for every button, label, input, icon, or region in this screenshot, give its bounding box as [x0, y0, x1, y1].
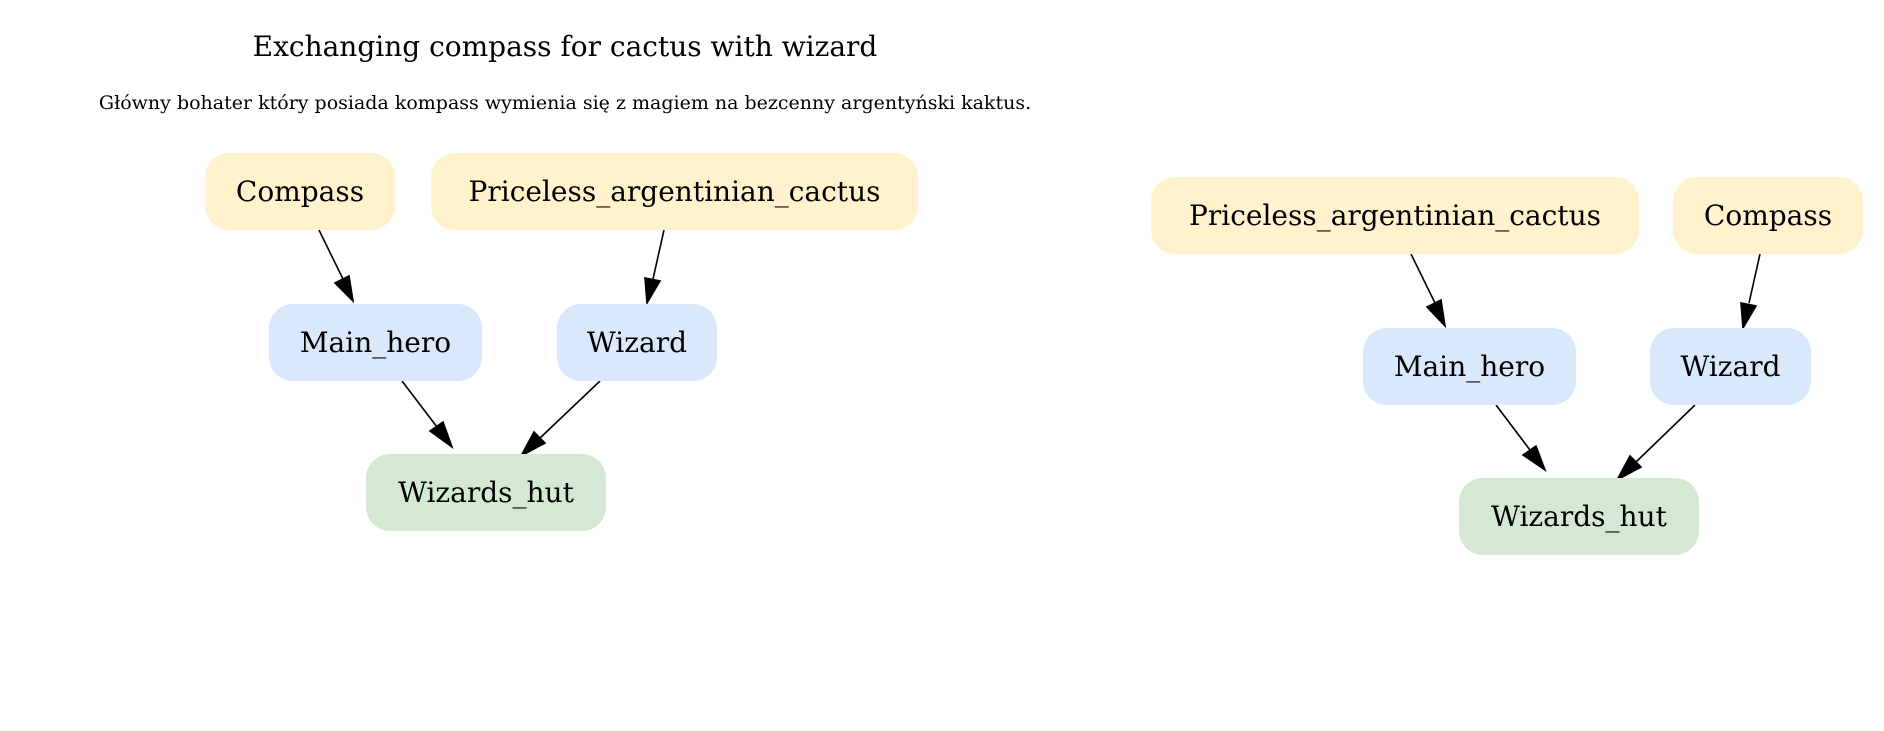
edge-wizard-to-hut-after	[1635, 404, 1696, 463]
edge-compass-to-main-hero	[318, 229, 344, 280]
node-priceless-argentinian-cactus-after: Priceless_argentinian_cactus	[1151, 177, 1639, 254]
arrowhead-compass-to-wizard	[1740, 302, 1758, 331]
edge-compass-to-wizard	[1748, 253, 1761, 304]
node-priceless-argentinian-cactus: Priceless_argentinian_cactus	[431, 153, 918, 230]
arrowhead-main-hero-to-hut-after	[1521, 444, 1547, 473]
node-wizards-hut-after: Wizards_hut	[1459, 478, 1699, 555]
diagram-title: Exchanging compass for cactus with wizar…	[252, 30, 878, 63]
edge-cactus-to-main-hero	[1410, 253, 1436, 304]
before-edges	[318, 229, 665, 458]
node-wizard: Wizard	[557, 304, 717, 381]
node-compass: Compass	[205, 153, 395, 230]
arrowhead-cactus-to-wizard	[644, 277, 662, 306]
node-wizard-after: Wizard	[1650, 328, 1811, 405]
edge-main-hero-to-hut-after	[1495, 404, 1531, 451]
node-compass-after: Compass	[1673, 177, 1863, 254]
arrowhead-wizard-to-hut	[519, 430, 547, 458]
arrowhead-wizard-to-hut-after	[1615, 454, 1643, 482]
diagram-subtitle: Główny bohater który posiada kompass wym…	[98, 92, 1032, 114]
edge-main-hero-to-hut	[401, 380, 438, 428]
node-wizards-hut: Wizards_hut	[366, 454, 606, 531]
edge-cactus-to-wizard	[652, 229, 665, 280]
arrowhead-cactus-to-main-hero	[1425, 298, 1447, 329]
node-main-hero: Main_hero	[269, 304, 482, 381]
arrowhead-compass-to-main-hero	[333, 274, 355, 304]
after-edges	[1410, 253, 1761, 482]
arrowhead-main-hero-to-hut	[428, 420, 454, 450]
node-main-hero-after: Main_hero	[1363, 328, 1576, 405]
edge-wizard-to-hut	[539, 380, 601, 439]
